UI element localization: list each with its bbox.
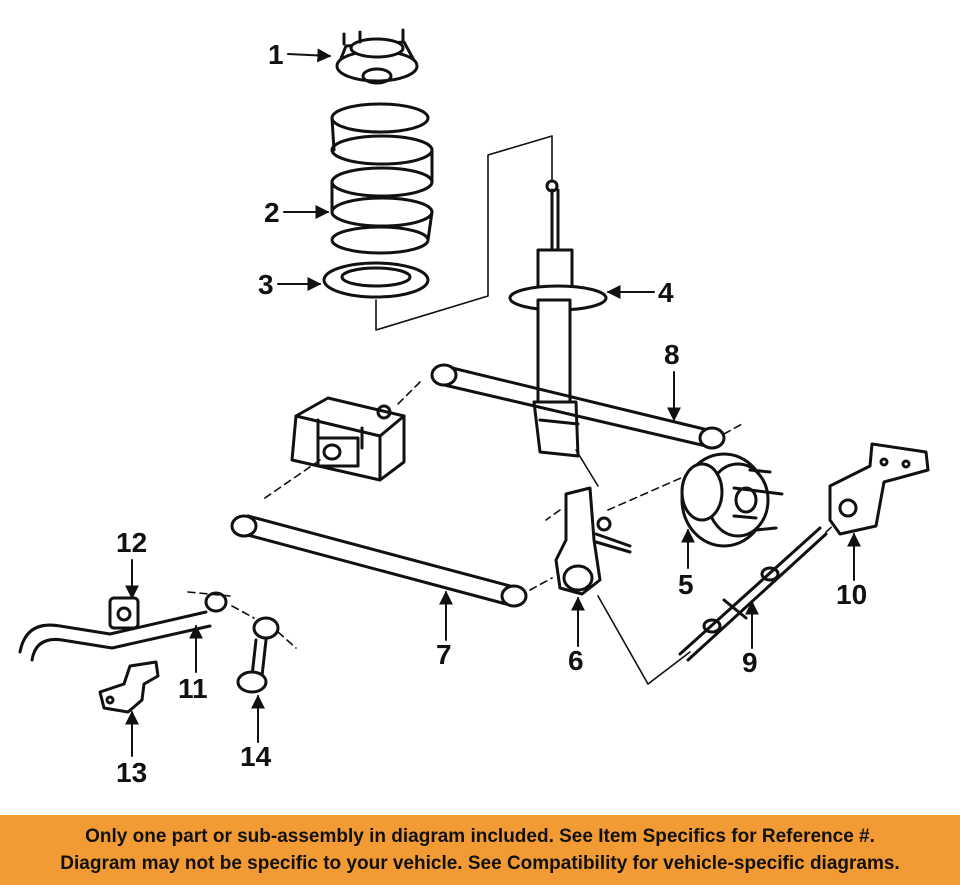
coil-spring-part bbox=[330, 102, 434, 255]
callout-1: 1 bbox=[268, 39, 284, 70]
stabilizer-link-part bbox=[231, 605, 297, 694]
callout-8: 8 bbox=[664, 339, 680, 370]
callout-4: 4 bbox=[658, 277, 674, 308]
callout-12: 12 bbox=[116, 527, 147, 558]
spring-insulator-part bbox=[322, 261, 430, 299]
hub-bearing-part bbox=[680, 452, 784, 548]
callout-arrows bbox=[125, 48, 861, 757]
callout-3: 3 bbox=[258, 269, 274, 300]
callout-2: 2 bbox=[264, 197, 280, 228]
callout-10: 10 bbox=[836, 579, 867, 610]
crossmember-bracket-part bbox=[261, 396, 406, 501]
tie-rod-bracket-part bbox=[828, 442, 930, 536]
lower-lateral-link-part bbox=[230, 514, 553, 608]
tie-rod-part bbox=[678, 513, 847, 662]
strut-mount-part bbox=[335, 28, 419, 85]
knuckle-part bbox=[545, 449, 691, 685]
alignment-lines bbox=[375, 135, 553, 331]
callout-14: 14 bbox=[240, 741, 272, 772]
disclaimer-banner: Only one part or sub-assembly in diagram… bbox=[0, 815, 960, 885]
callout-9: 9 bbox=[742, 647, 758, 678]
strut-assembly-part bbox=[508, 179, 608, 458]
rear-suspension-diagram: 1 2 3 4 8 5 10 12 7 6 9 11 13 14 bbox=[18, 28, 930, 788]
callout-7: 7 bbox=[436, 639, 452, 670]
callout-13: 13 bbox=[116, 757, 147, 788]
callout-6: 6 bbox=[568, 645, 584, 676]
upper-lateral-link-part bbox=[395, 363, 743, 450]
stabilizer-bar-part bbox=[18, 591, 231, 662]
disclaimer-line-2: Diagram may not be specific to your vehi… bbox=[60, 853, 900, 874]
stabilizer-bushing-part bbox=[108, 596, 140, 630]
callout-5: 5 bbox=[678, 569, 694, 600]
disclaimer-line-1: Only one part or sub-assembly in diagram… bbox=[85, 826, 875, 847]
callout-11: 11 bbox=[178, 673, 208, 704]
bushing-bracket-part bbox=[98, 660, 160, 714]
